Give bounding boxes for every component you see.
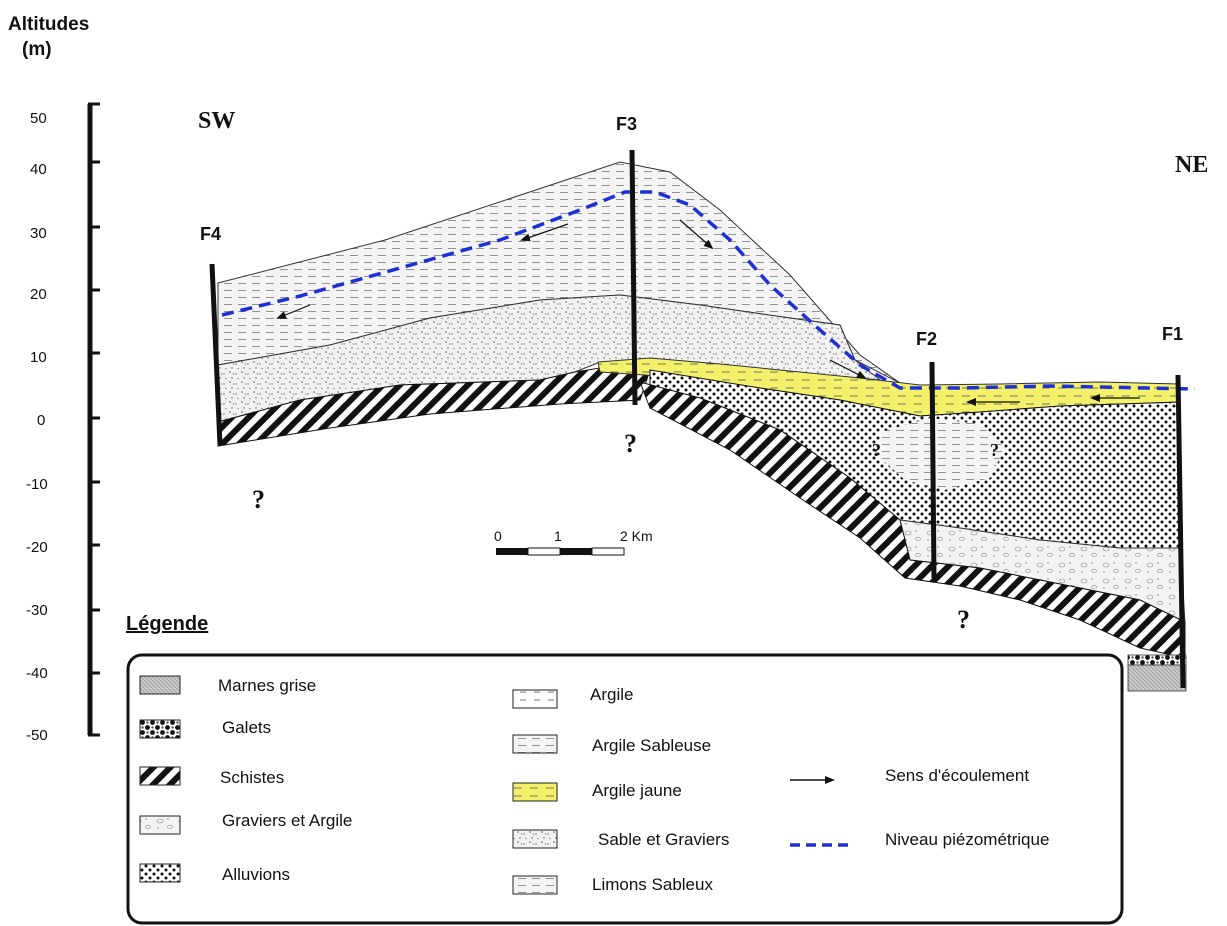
tick-label: 30: [30, 225, 47, 242]
axis-title: Altitudes: [8, 14, 89, 35]
well-label-f1: F1: [1162, 324, 1183, 344]
layer-galets: [1127, 654, 1187, 666]
tick-label: -40: [26, 665, 48, 682]
legend-label: Argile Sableuse: [592, 736, 711, 755]
direction-ne: NE: [1175, 152, 1208, 178]
tick-label: -50: [26, 727, 48, 744]
unknown-mark: ?: [624, 429, 637, 458]
legend-right-column: Sens d'écoulement Niveau piézométrique: [790, 766, 1049, 849]
well-f4: [209, 263, 223, 446]
geologic-layers: [217, 161, 1187, 692]
legend-label: Argile jaune: [592, 781, 682, 800]
tick-label: -10: [26, 476, 48, 493]
flow-arrow: [679, 219, 714, 250]
tick-label: 40: [30, 161, 47, 178]
layer-argile-lens: [880, 418, 1005, 490]
swatch-argile-sableuse: [512, 734, 558, 754]
unknown-mark: ?: [990, 440, 999, 460]
altitude-axis: Altitudes (m) 50 40 30 20 10 0 -10 -20 -…: [8, 14, 100, 744]
unknown-mark: ?: [872, 440, 881, 460]
swatch-argile-jaune: [512, 782, 558, 802]
tick-label: 50: [30, 110, 47, 127]
legend-label: Schistes: [220, 768, 284, 787]
legend-label: Niveau piézométrique: [885, 830, 1049, 849]
swatch-galets: [139, 719, 181, 739]
legend-label: Marnes grise: [218, 676, 316, 695]
scale-bar: 0 1 2 Km: [494, 528, 653, 556]
well-label-f4: F4: [200, 224, 221, 244]
swatch-limons-sableux: [512, 875, 558, 895]
scale-label-0: 0: [494, 528, 502, 544]
scale-label-2: 2 Km: [620, 528, 653, 544]
legend-left-column: Marnes grise Galets Schistes Graviers et…: [139, 675, 352, 884]
flow-arrow: [829, 359, 867, 379]
unknown-mark: ?: [957, 605, 970, 634]
scale-label-1: 1: [554, 528, 562, 544]
swatch-graviers-argile: [139, 815, 181, 835]
legend-label: Sens d'écoulement: [885, 766, 1029, 785]
legend-box: [126, 653, 1124, 925]
well-label-f3: F3: [616, 114, 637, 134]
flow-arrow: [276, 304, 311, 319]
wells: F4 F3 F2 F1: [200, 114, 1186, 689]
well-f1: [1175, 374, 1186, 689]
legend-label: Galets: [222, 718, 271, 737]
well-f3: [629, 149, 638, 406]
swatch-argile: [512, 689, 558, 709]
tick-label: 0: [37, 412, 45, 429]
well-label-f2: F2: [916, 329, 937, 349]
legend-label: Argile: [590, 685, 633, 704]
tick-label: -30: [26, 602, 48, 619]
well-f2: [929, 361, 937, 579]
legend-label: Limons Sableux: [592, 875, 713, 894]
tick-label: 10: [30, 349, 47, 366]
legend-label: Graviers et Argile: [222, 811, 352, 830]
tick-label: 20: [30, 286, 47, 303]
unknown-mark: ?: [252, 485, 265, 514]
direction-sw: SW: [198, 108, 235, 134]
unknown-marks: ? ? ? ? ?: [252, 429, 999, 634]
axis-ticks: [90, 160, 100, 675]
legend-label: Sable et Graviers: [598, 830, 729, 849]
flow-arrows: [276, 219, 1140, 406]
swatch-schistes: [139, 766, 181, 786]
tick-label: -20: [26, 539, 48, 556]
swatch-marnes-grise: [139, 675, 181, 695]
legend-title: Légende: [126, 613, 208, 635]
layer-marnes-grise: [1127, 664, 1187, 692]
swatch-sable-graviers: [512, 829, 558, 849]
axis-unit: (m): [22, 39, 52, 60]
legend-label: Alluvions: [222, 865, 290, 884]
swatch-alluvions: [139, 863, 181, 883]
flow-arrow: [520, 223, 569, 242]
legend-middle-column: Argile Argile Sableuse Argile jaune Sabl…: [512, 685, 729, 895]
